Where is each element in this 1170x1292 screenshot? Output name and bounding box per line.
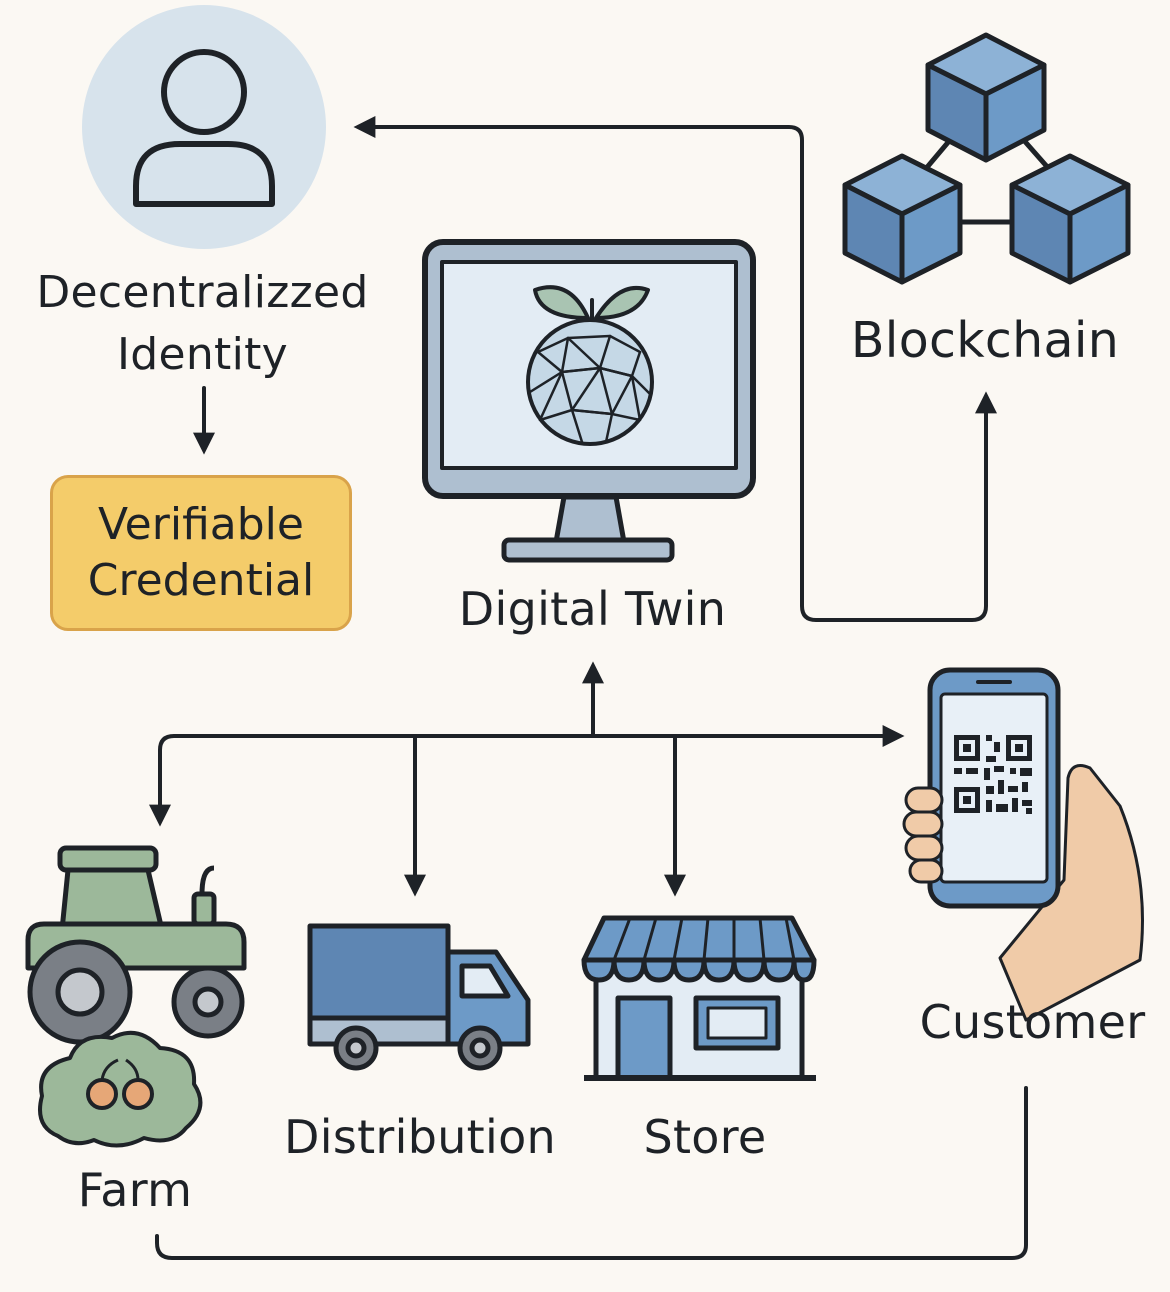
truck-icon: [307, 923, 531, 1071]
edge-blockchain-to-identity: [353, 116, 804, 402]
phone-qr-icon: [902, 667, 1144, 1022]
blockchain-label: Blockchain: [850, 312, 1120, 369]
identity-label-line2: Identity: [116, 329, 289, 380]
store-icon: [581, 915, 817, 1081]
connectors: [149, 116, 1028, 1260]
edge-customer-to-farm: [155, 1086, 1028, 1260]
cube-left: [842, 153, 963, 285]
qr-code: [954, 735, 1032, 814]
edge-hub-to-farm: [149, 734, 595, 827]
cube-right: [1009, 153, 1131, 285]
globe-apple-icon: [526, 285, 654, 446]
tractor-icon: [25, 845, 247, 1045]
identity-label-line1: Decentralizzed: [36, 267, 369, 318]
blockchain-cubes-icon: [842, 32, 1131, 285]
monitor-icon: [422, 239, 756, 563]
bush-icon: [38, 1030, 203, 1148]
store-label: Store: [643, 1110, 767, 1164]
customer-label: Customer: [919, 995, 1146, 1049]
identity-label: Decentralizzed Identity: [20, 262, 385, 386]
credential-label-line1: Verifiable: [98, 499, 304, 550]
distribution-label: Distribution: [284, 1110, 556, 1164]
user-icon: [82, 5, 326, 249]
cube-top: [925, 32, 1047, 163]
hand-icon: [902, 786, 944, 884]
digital-twin-label: Digital Twin: [458, 582, 727, 636]
edge-twin-to-blockchain: [800, 391, 997, 622]
farm-label: Farm: [77, 1163, 193, 1217]
verifiable-credential-box: Verifiable Credential: [50, 475, 352, 631]
credential-label-line2: Credential: [87, 555, 315, 606]
